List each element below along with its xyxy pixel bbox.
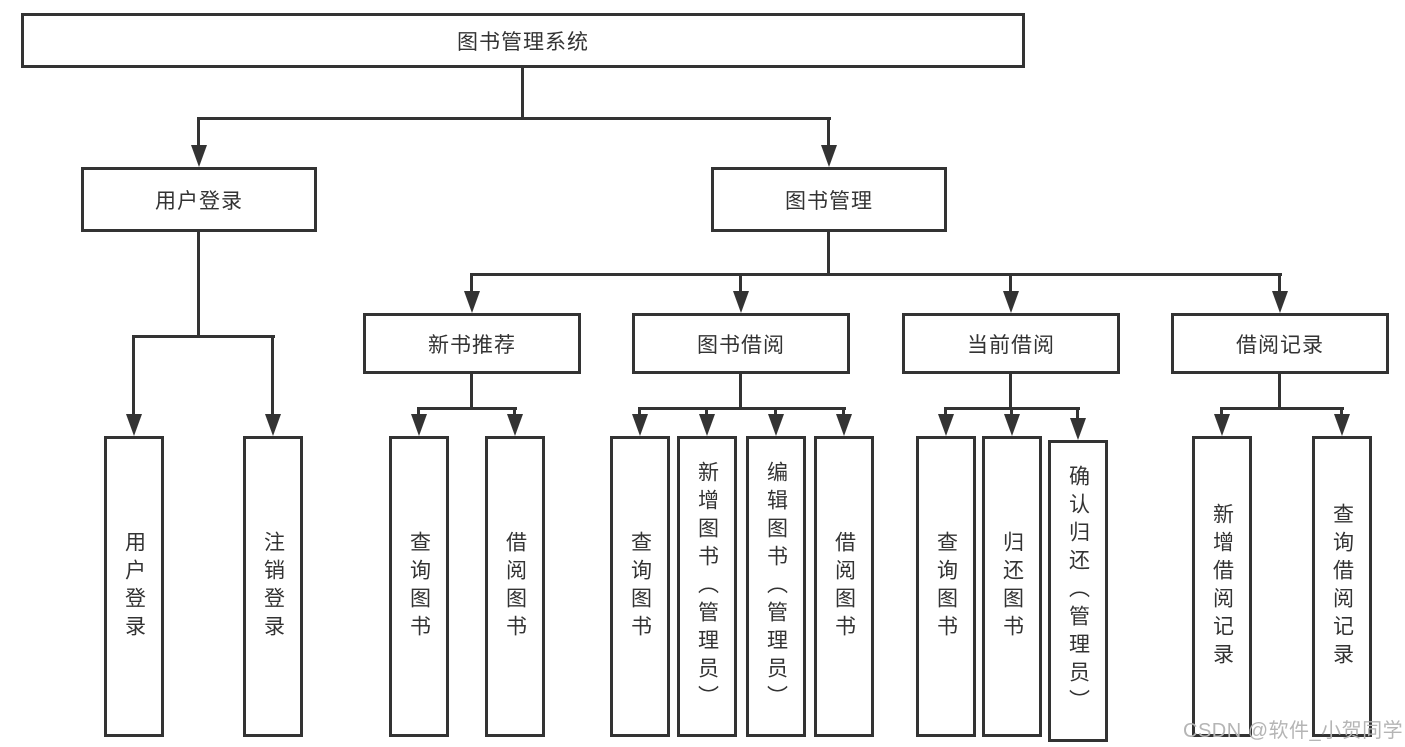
- leaf-query-borrow-record: 查询借阅记录: [1312, 436, 1372, 737]
- connector-new-book-bar: [417, 407, 517, 410]
- leaf-query-books-borrow-label: 查询图书: [628, 530, 652, 643]
- node-book-borrow-label: 图书借阅: [697, 333, 785, 357]
- connector-leaf: [1220, 407, 1223, 416]
- arrowhead-leaf: [1070, 418, 1086, 440]
- connector-user-login-stem: [197, 232, 200, 338]
- connector-to-leaf-logout: [271, 335, 274, 416]
- leaf-borrow-books: 借阅图书: [814, 436, 874, 737]
- arrowhead-leaf: [1004, 414, 1020, 436]
- connector-to-leaf-user-login: [132, 335, 135, 416]
- leaf-add-borrow-record: 新增借阅记录: [1192, 436, 1252, 737]
- leaf-add-book-admin-label: 新增图书（管理员）: [695, 460, 719, 713]
- arrowhead-leaf: [836, 414, 852, 436]
- connector-leaf: [705, 407, 708, 416]
- arrowhead-leaf: [938, 414, 954, 436]
- arrowhead-leaf: [1334, 414, 1350, 436]
- arrowhead-new-book: [464, 291, 480, 313]
- arrowhead-leaf: [632, 414, 648, 436]
- leaf-confirm-return-admin-label: 确认归还（管理员）: [1066, 465, 1090, 717]
- node-current-borrow-label: 当前借阅: [967, 333, 1055, 357]
- connector-leaf: [774, 407, 777, 416]
- leaf-query-books-current-label: 查询图书: [934, 530, 958, 643]
- arrowhead-leaf: [768, 414, 784, 436]
- leaf-return-book-label: 归还图书: [1000, 530, 1024, 643]
- leaf-borrow-books-recommend: 借阅图书: [485, 436, 545, 737]
- connector-leaf: [417, 407, 420, 416]
- arrowhead-current-borrow: [1003, 291, 1019, 313]
- node-new-book-recommend-label: 新书推荐: [428, 333, 516, 357]
- node-book-management-label: 图书管理: [785, 189, 873, 213]
- connector-to-book-borrow: [739, 273, 742, 293]
- connector-book-borrow-bar: [638, 407, 846, 410]
- connector-leaf: [1076, 407, 1079, 420]
- connector-leaf: [513, 407, 516, 416]
- node-new-book-recommend: 新书推荐: [363, 313, 581, 374]
- arrowhead-leaf: [411, 414, 427, 436]
- node-root: 图书管理系统: [21, 13, 1025, 68]
- connector-book-borrow-stem: [739, 374, 742, 410]
- node-borrow-records-label: 借阅记录: [1236, 333, 1324, 357]
- connector-leaf: [944, 407, 947, 416]
- node-user-login: 用户登录: [81, 167, 317, 232]
- connector-borrow-records-stem: [1278, 374, 1281, 410]
- connector-to-borrow-records: [1278, 273, 1281, 293]
- connector-book-management-bar: [470, 273, 1282, 276]
- leaf-user-login: 用户登录: [104, 436, 164, 737]
- connector-current-borrow-stem: [1009, 374, 1012, 410]
- leaf-logout-login-label: 注销登录: [261, 530, 285, 643]
- node-root-label: 图书管理系统: [457, 30, 589, 54]
- connector-to-user-login: [197, 117, 200, 149]
- connector-to-current-borrow: [1009, 273, 1012, 293]
- node-current-borrow: 当前借阅: [902, 313, 1120, 374]
- leaf-edit-book-admin: 编辑图书（管理员）: [746, 436, 806, 737]
- arrowhead-book-management: [821, 145, 837, 167]
- leaf-borrow-books-label: 借阅图书: [832, 530, 856, 643]
- arrowhead-leaf: [507, 414, 523, 436]
- leaf-edit-book-admin-label: 编辑图书（管理员）: [764, 460, 788, 713]
- leaf-query-books-current: 查询图书: [916, 436, 976, 737]
- connector-root-bar: [197, 117, 831, 120]
- arrowhead-borrow-records: [1272, 291, 1288, 313]
- leaf-add-book-admin: 新增图书（管理员）: [677, 436, 737, 737]
- leaf-user-login-label: 用户登录: [122, 530, 146, 643]
- connector-leaf: [842, 407, 845, 416]
- connector-root-stem: [521, 68, 524, 119]
- leaf-confirm-return-admin: 确认归还（管理员）: [1048, 440, 1108, 742]
- arrowhead-leaf-logout: [265, 414, 281, 436]
- leaf-query-borrow-record-label: 查询借阅记录: [1330, 502, 1354, 671]
- connector-borrow-records-bar: [1220, 407, 1344, 410]
- leaf-add-borrow-record-label: 新增借阅记录: [1210, 502, 1234, 671]
- connector-user-login-bar: [132, 335, 275, 338]
- connector-leaf: [638, 407, 641, 416]
- connector-new-book-stem: [470, 374, 473, 410]
- leaf-logout-login: 注销登录: [243, 436, 303, 737]
- connector-book-management-stem: [827, 232, 830, 276]
- leaf-query-books-recommend: 查询图书: [389, 436, 449, 737]
- node-book-management: 图书管理: [711, 167, 947, 232]
- leaf-query-books-recommend-label: 查询图书: [407, 530, 431, 643]
- arrowhead-leaf-user-login: [126, 414, 142, 436]
- arrowhead-leaf: [1214, 414, 1230, 436]
- watermark: CSDN @软件_小贺同学: [1183, 720, 1404, 742]
- leaf-return-book: 归还图书: [982, 436, 1042, 737]
- node-user-login-label: 用户登录: [155, 189, 243, 213]
- arrowhead-user-login: [191, 145, 207, 167]
- leaf-query-books-borrow: 查询图书: [610, 436, 670, 737]
- connector-to-new-book: [470, 273, 473, 293]
- arrowhead-book-borrow: [733, 291, 749, 313]
- node-book-borrow: 图书借阅: [632, 313, 850, 374]
- connector-leaf: [1340, 407, 1343, 416]
- arrowhead-leaf: [699, 414, 715, 436]
- leaf-borrow-books-recommend-label: 借阅图书: [503, 530, 527, 643]
- connector-leaf: [1010, 407, 1013, 416]
- connector-to-book-management: [827, 117, 830, 149]
- node-borrow-records: 借阅记录: [1171, 313, 1389, 374]
